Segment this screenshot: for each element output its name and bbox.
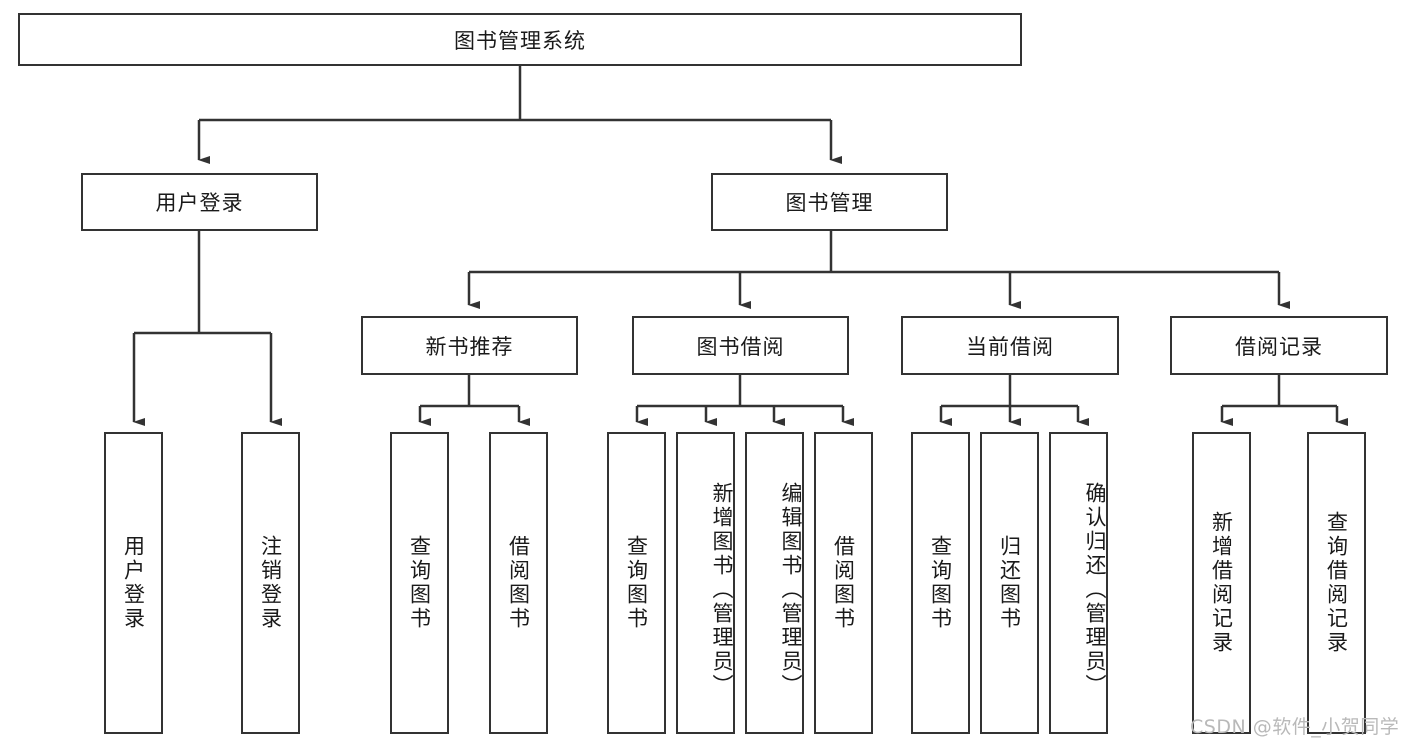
node-label: 注销登录 xyxy=(258,535,283,631)
csdn-watermark: CSDN @软件_小贺同学 xyxy=(1190,716,1400,738)
node-label: 查询借阅记录 xyxy=(1324,511,1349,655)
node-label: 新增借阅记录 xyxy=(1209,511,1234,655)
node-new-book-recommend[interactable]: 新书推荐 xyxy=(361,316,578,375)
node-label: 图书借阅 xyxy=(696,334,785,359)
node-label: 确认归还（管理员） xyxy=(1083,482,1107,698)
node-current-borrow[interactable]: 当前借阅 xyxy=(901,316,1119,375)
node-book-borrow[interactable]: 图书借阅 xyxy=(632,316,849,375)
node-label: 借阅图书 xyxy=(831,535,856,631)
node-label: 编辑图书（管理员） xyxy=(779,482,803,698)
node-label: 新增图书（管理员） xyxy=(710,482,734,698)
node-label: 图书管理系统 xyxy=(454,28,586,53)
leaf-logout[interactable]: 注销登录 xyxy=(241,432,300,734)
leaf-edit-book-admin[interactable]: 编辑图书（管理员） xyxy=(745,432,804,734)
node-label: 查询图书 xyxy=(407,535,432,631)
node-borrow-record[interactable]: 借阅记录 xyxy=(1170,316,1388,375)
node-label: 当前借阅 xyxy=(966,334,1054,359)
node-label: 查询图书 xyxy=(928,535,953,631)
node-label: 用户登录 xyxy=(121,535,146,631)
leaf-query-book-current[interactable]: 查询图书 xyxy=(911,432,970,734)
node-user-login[interactable]: 用户登录 xyxy=(81,173,318,231)
leaf-query-borrow-record[interactable]: 查询借阅记录 xyxy=(1307,432,1366,734)
leaf-confirm-return-admin[interactable]: 确认归还（管理员） xyxy=(1049,432,1108,734)
leaf-return-book[interactable]: 归还图书 xyxy=(980,432,1039,734)
leaf-borrow-book-borrow[interactable]: 借阅图书 xyxy=(814,432,873,734)
node-label: 图书管理 xyxy=(785,191,874,215)
node-label: 用户登录 xyxy=(155,191,244,215)
leaf-add-book-admin[interactable]: 新增图书（管理员） xyxy=(676,432,735,734)
leaf-borrow-book-newbook[interactable]: 借阅图书 xyxy=(489,432,548,734)
node-root-book-management-system[interactable]: 图书管理系统 xyxy=(18,13,1022,66)
node-book-management[interactable]: 图书管理 xyxy=(711,173,948,231)
node-label: 归还图书 xyxy=(997,535,1022,631)
node-label: 新书推荐 xyxy=(425,334,514,359)
leaf-query-book-borrow[interactable]: 查询图书 xyxy=(607,432,666,734)
node-label: 查询图书 xyxy=(624,535,649,631)
leaf-add-borrow-record[interactable]: 新增借阅记录 xyxy=(1192,432,1251,734)
node-label: 借阅图书 xyxy=(506,535,531,631)
node-label: 借阅记录 xyxy=(1235,334,1323,359)
leaf-user-login[interactable]: 用户登录 xyxy=(104,432,163,734)
leaf-query-book-newbook[interactable]: 查询图书 xyxy=(390,432,449,734)
